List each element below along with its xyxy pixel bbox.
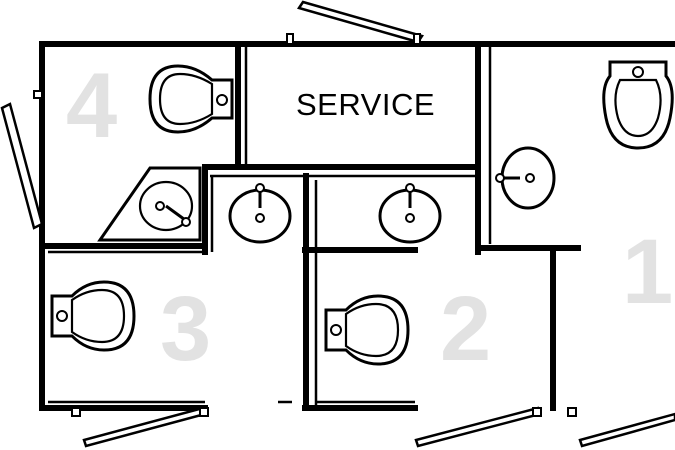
corridor-sink (495, 146, 556, 210)
sink-alcove-right (378, 183, 442, 244)
sink-icon (97, 166, 202, 242)
room-1-number: 1 (622, 221, 673, 323)
room-4-number: 4 (66, 55, 117, 157)
room2-door-icon[interactable] (414, 406, 542, 448)
toilet-icon (50, 280, 136, 352)
room4-door-icon[interactable] (0, 102, 44, 230)
room-4 (97, 64, 234, 242)
service-room-label: SERVICE (296, 87, 435, 122)
sink-icon (228, 183, 292, 244)
room-2 (324, 294, 410, 366)
walls (39, 41, 675, 411)
toilet-icon (148, 64, 234, 134)
sink-icon (495, 146, 556, 210)
service-door-icon[interactable] (297, 0, 424, 44)
sink-icon (378, 183, 442, 244)
room1-door-icon[interactable] (578, 412, 675, 448)
toilet-icon (324, 294, 410, 366)
room-3 (50, 280, 136, 352)
room-2-number: 2 (440, 278, 491, 380)
sink-alcove-left (228, 183, 292, 244)
urinal-icon (602, 60, 674, 150)
room3-door-icon[interactable] (82, 406, 207, 448)
room-1 (602, 60, 674, 150)
room-3-number: 3 (160, 278, 211, 380)
